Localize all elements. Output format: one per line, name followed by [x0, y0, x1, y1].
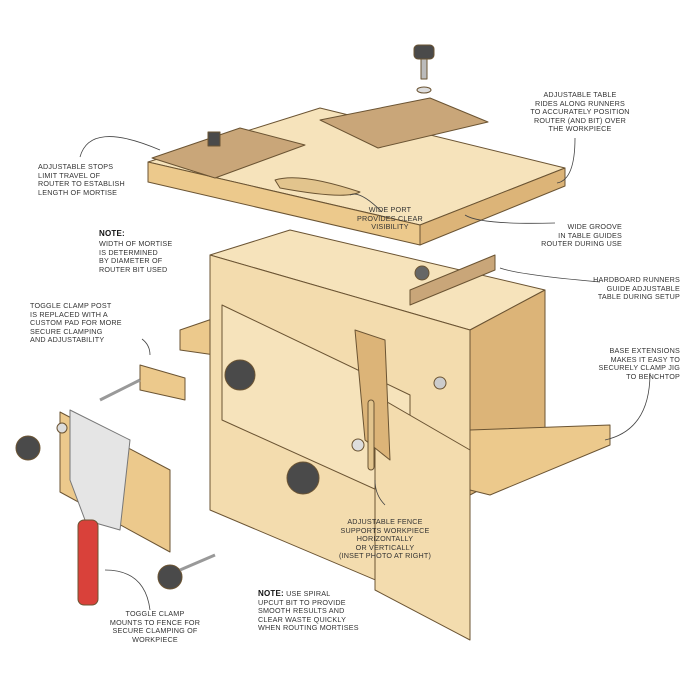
clamp-knob-icon — [15, 435, 41, 461]
clamp-knob-icon — [157, 564, 183, 590]
callout-adjustable-stops: Adjustable stops limit travel of router … — [38, 162, 125, 197]
callout-wide-groove: Wide groove in table guides router durin… — [541, 222, 622, 249]
note-spiral-title: NOTE: — [258, 589, 284, 598]
note-spiral-body: Use spiral upcut bit to provide smooth r… — [258, 589, 359, 633]
note-width-title: NOTE: — [99, 229, 125, 238]
note-width-body: Width of mortise is determined by diamet… — [99, 239, 173, 274]
note-spiral: NOTE: Use spiral upcut bit to provide sm… — [258, 589, 398, 633]
callout-hardboard-runners: Hardboard runners guide adjustable table… — [593, 275, 680, 302]
callout-toggle-post: Toggle clamp post is replaced with a cus… — [30, 301, 122, 345]
callout-base-extensions: Base extensions makes it easy to securel… — [598, 346, 680, 381]
fence-knob-icon — [224, 359, 256, 391]
callout-wide-port: Wide port provides clear visibility — [357, 205, 423, 232]
top-knob-icon — [413, 44, 435, 94]
adjustable-fence — [221, 304, 471, 641]
adjustable-table — [147, 97, 566, 246]
callout-toggle-mounts: Toggle clamp mounts to fence for secure … — [109, 609, 201, 644]
callout-adjustable-fence: Adjustable fence supports workpiece hori… — [338, 517, 432, 561]
fence-knob-icon — [286, 461, 320, 495]
leader-lines — [79, 136, 651, 611]
callout-adjustable-table: Adjustable table rides along runners to … — [530, 90, 630, 134]
toggle-clamp — [15, 364, 216, 606]
